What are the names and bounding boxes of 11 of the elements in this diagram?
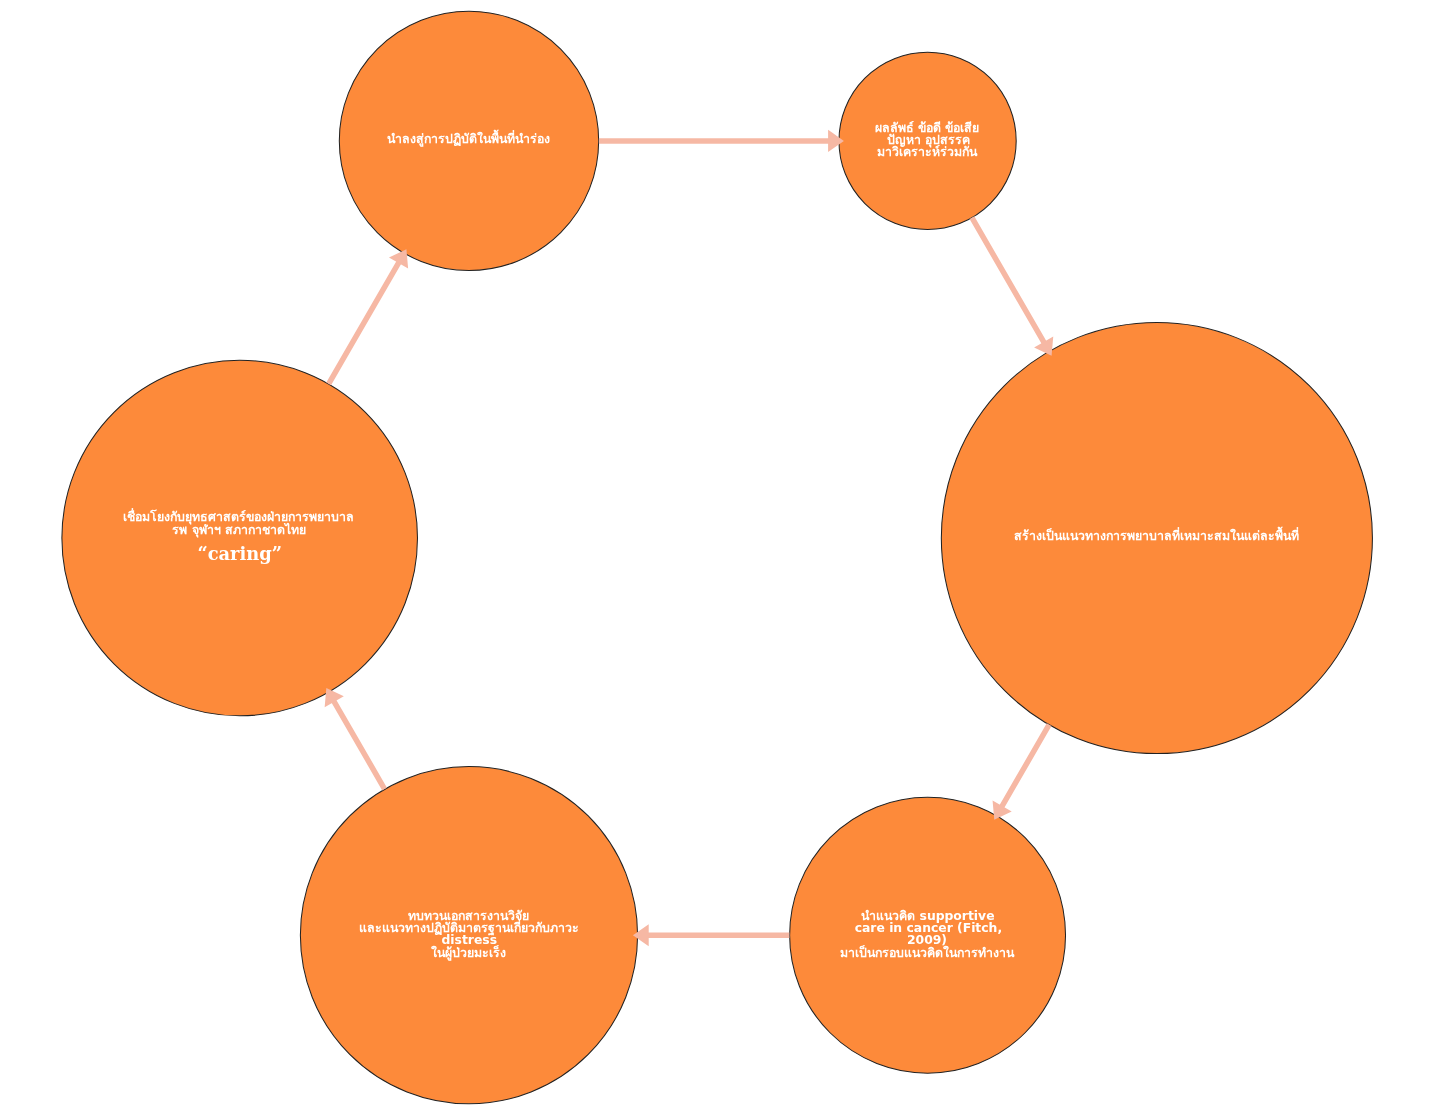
arrow	[598, 129, 844, 152]
arrow	[324, 688, 387, 791]
arrow	[326, 249, 409, 386]
arrow	[969, 216, 1054, 356]
node-circle: ผลลัพธ์ ข้อดี ข้อเสีย ปัญหา อุปสรรค มาวิเคราะห์ร่วมกัน	[838, 51, 1017, 231]
node-circle: สร้างเป็นแนวทางการพยาบาลที่เหมาะสมในแต่ละพื้นที่	[940, 322, 1373, 755]
node-circle: ทบทวนเอกสารงานวิจัย และแนวทางปฏิบัติมาตรฐานเกี่ยวกับภาวะ distress ในผู้ป่วยมะเร็ง	[299, 766, 639, 1105]
node-circle: นำแนวคิด supportive care in cancer (Fitch, 2009) มาเป็นกรอบแนวคิดในการทำงาน	[789, 796, 1067, 1074]
node-circle: เชื่อมโยงกับยุทธศาสตร์ของฝ่ายการพยาบาล รพ จุฬาฯ สภากาชาดไทย “caring”	[61, 359, 418, 717]
arrow	[632, 924, 790, 947]
arrow	[992, 723, 1052, 820]
